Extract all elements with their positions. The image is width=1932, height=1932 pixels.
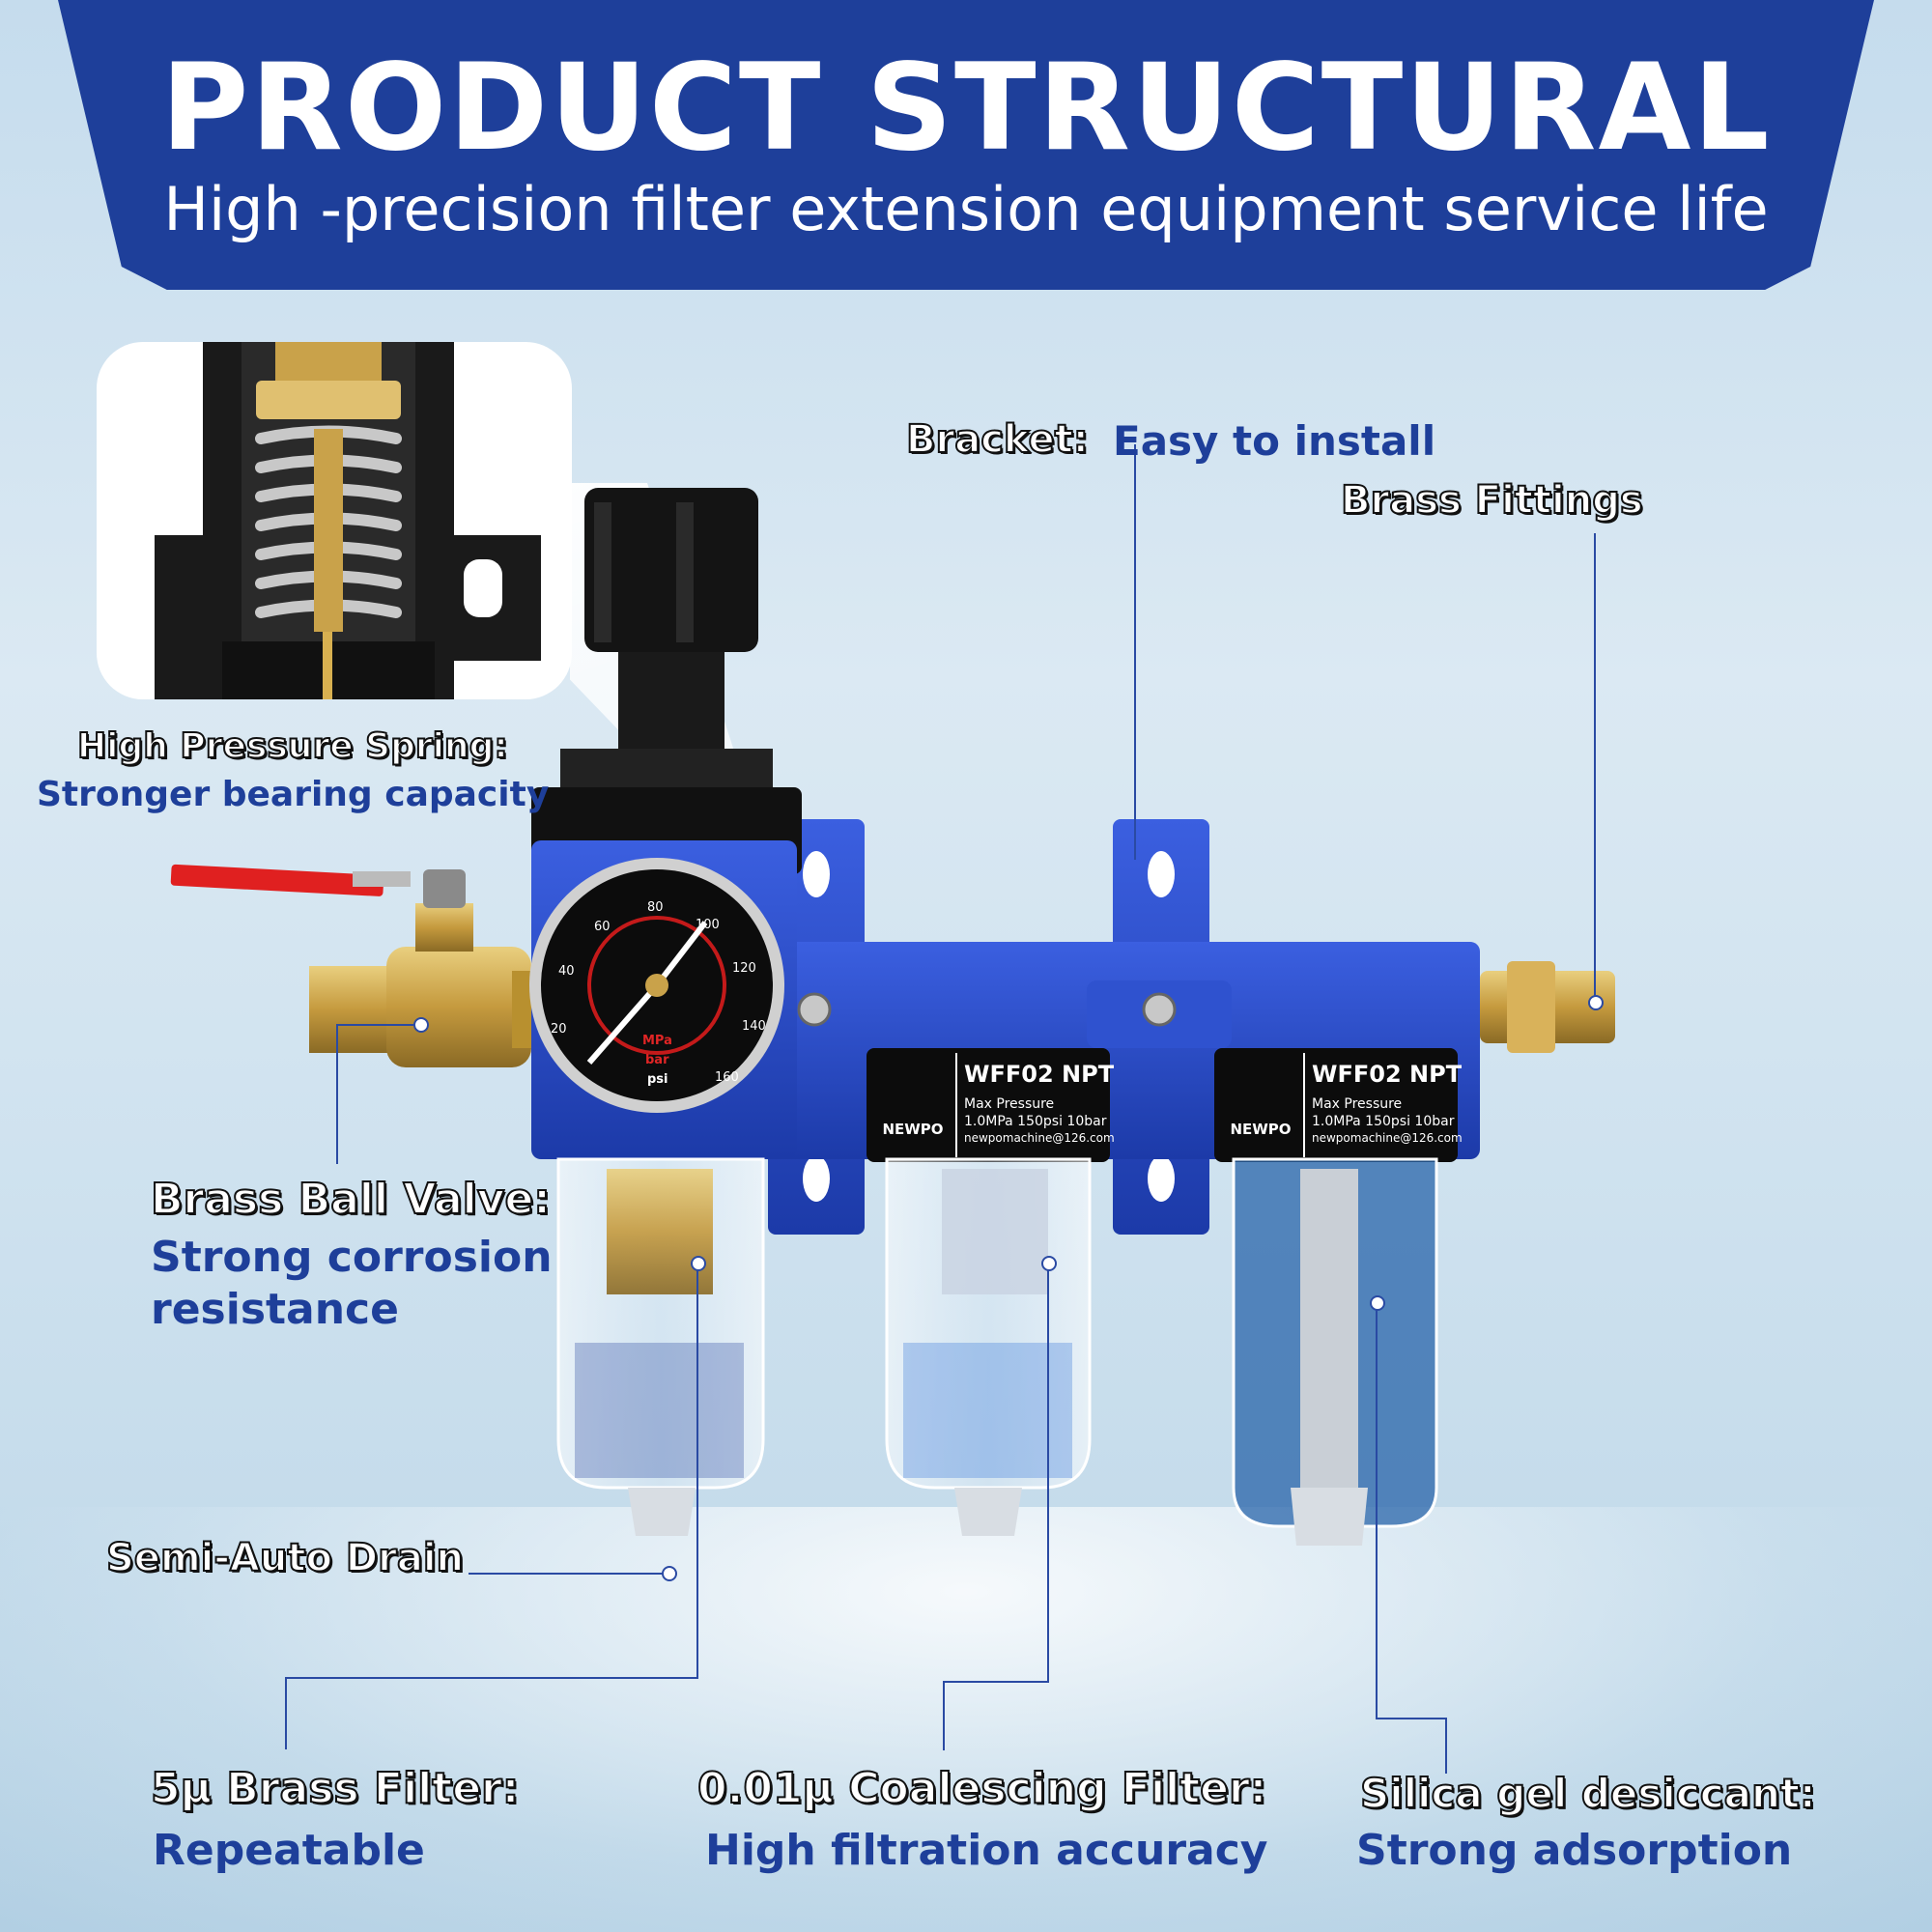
gauge-tick-60: 60 (594, 920, 611, 934)
leader-silica-v2 (1445, 1718, 1447, 1774)
gauge-tick-100: 100 (696, 918, 720, 932)
pin-coalescing (1041, 1256, 1057, 1271)
label-plate-middle (867, 1048, 1110, 1162)
spec1-label-right: Max Pressure (1312, 1096, 1403, 1112)
valve-handle (170, 864, 384, 896)
callout-bracket-desc: Easy to install (1113, 417, 1436, 465)
email-label-middle: newpomachine@126.com (964, 1131, 1115, 1145)
callout-brass-filter-label: 5μ Brass Filter: (150, 1763, 520, 1814)
callout-silica-label: Silica gel desiccant: (1359, 1769, 1817, 1818)
callout-ball-valve-label: Brass Ball Valve: (150, 1174, 552, 1225)
callout-silica-desc: Strong adsorption (1356, 1826, 1793, 1875)
model-label-middle: WFF02 NPT (964, 1061, 1115, 1088)
spec2-label-right: 1.0MPa 150psi 10bar (1312, 1114, 1455, 1129)
callout-brass-fittings-label: Brass Fittings (1340, 477, 1644, 524)
leader-coalescing-h (943, 1681, 1049, 1683)
leader-bracket (1134, 444, 1136, 860)
gauge-tick-160: 160 (715, 1070, 739, 1085)
valve-inlet (309, 966, 396, 1053)
water-splash-background (0, 1507, 1932, 1932)
callout-drain-label: Semi-Auto Drain (105, 1535, 465, 1581)
callout-coalescing-desc: High filtration accuracy (705, 1826, 1268, 1875)
leader-coalescing-v2 (943, 1681, 945, 1750)
spring-cutaway-inset (97, 342, 572, 699)
regulator-knob (584, 488, 758, 652)
leader-drain (469, 1573, 667, 1575)
callout-spring-desc: Stronger bearing capacity (37, 775, 550, 814)
leader-silica-h (1376, 1718, 1447, 1719)
gauge-tick-140: 140 (742, 1019, 766, 1034)
leader-brass-fittings (1594, 533, 1596, 1005)
brand-label-middle: NEWPO (882, 1121, 944, 1138)
pin-brass-filter (691, 1256, 706, 1271)
pin-silica (1370, 1295, 1385, 1311)
callout-brass-filter-desc: Repeatable (153, 1826, 425, 1875)
gauge-unit-bar: bar (645, 1053, 669, 1067)
callout-coalescing-label: 0.01μ Coalescing Filter: (696, 1763, 1267, 1814)
spring-cutaway-illustration (155, 342, 541, 699)
brand-label-right: NEWPO (1230, 1121, 1292, 1138)
leader-silica-v1 (1376, 1302, 1378, 1718)
leader-brass-filter-h (285, 1677, 698, 1679)
gauge-tick-120: 120 (732, 961, 756, 976)
callout-ball-valve-desc-2: resistance (151, 1285, 399, 1334)
header-banner (58, 0, 1874, 290)
email-label-right: newpomachine@126.com (1312, 1131, 1463, 1145)
spec1-label-middle: Max Pressure (964, 1096, 1055, 1112)
gauge-tick-40: 40 (558, 964, 575, 979)
gauge-tick-80: 80 (647, 900, 664, 915)
leader-brass-filter-v2 (285, 1677, 287, 1749)
pin-drain (662, 1566, 677, 1581)
model-label-right: WFF02 NPT (1312, 1061, 1463, 1088)
callout-bracket-label: Bracket: (905, 416, 1090, 463)
pin-brass-fittings (1588, 995, 1604, 1010)
pin-ball-valve (413, 1017, 429, 1033)
gauge-unit-mpa: MPa (642, 1034, 672, 1048)
leader-brass-filter-v1 (696, 1264, 698, 1677)
gauge-unit-psi: psi (647, 1072, 668, 1087)
label-plate-right (1214, 1048, 1458, 1162)
callout-spring-label: High Pressure Spring: (76, 725, 509, 767)
gauge-tick-20: 20 (551, 1022, 567, 1037)
spec2-label-middle: 1.0MPa 150psi 10bar (964, 1114, 1107, 1129)
page-title: PRODUCT STRUCTURAL (160, 39, 1772, 178)
page-subtitle: High -precision filter extension equipme… (163, 174, 1769, 244)
callout-ball-valve-desc-1: Strong corrosion (151, 1233, 553, 1282)
leader-coalescing-v1 (1047, 1264, 1049, 1681)
leader-ball-valve-h (336, 1024, 418, 1026)
leader-ball-valve-v (336, 1024, 338, 1164)
